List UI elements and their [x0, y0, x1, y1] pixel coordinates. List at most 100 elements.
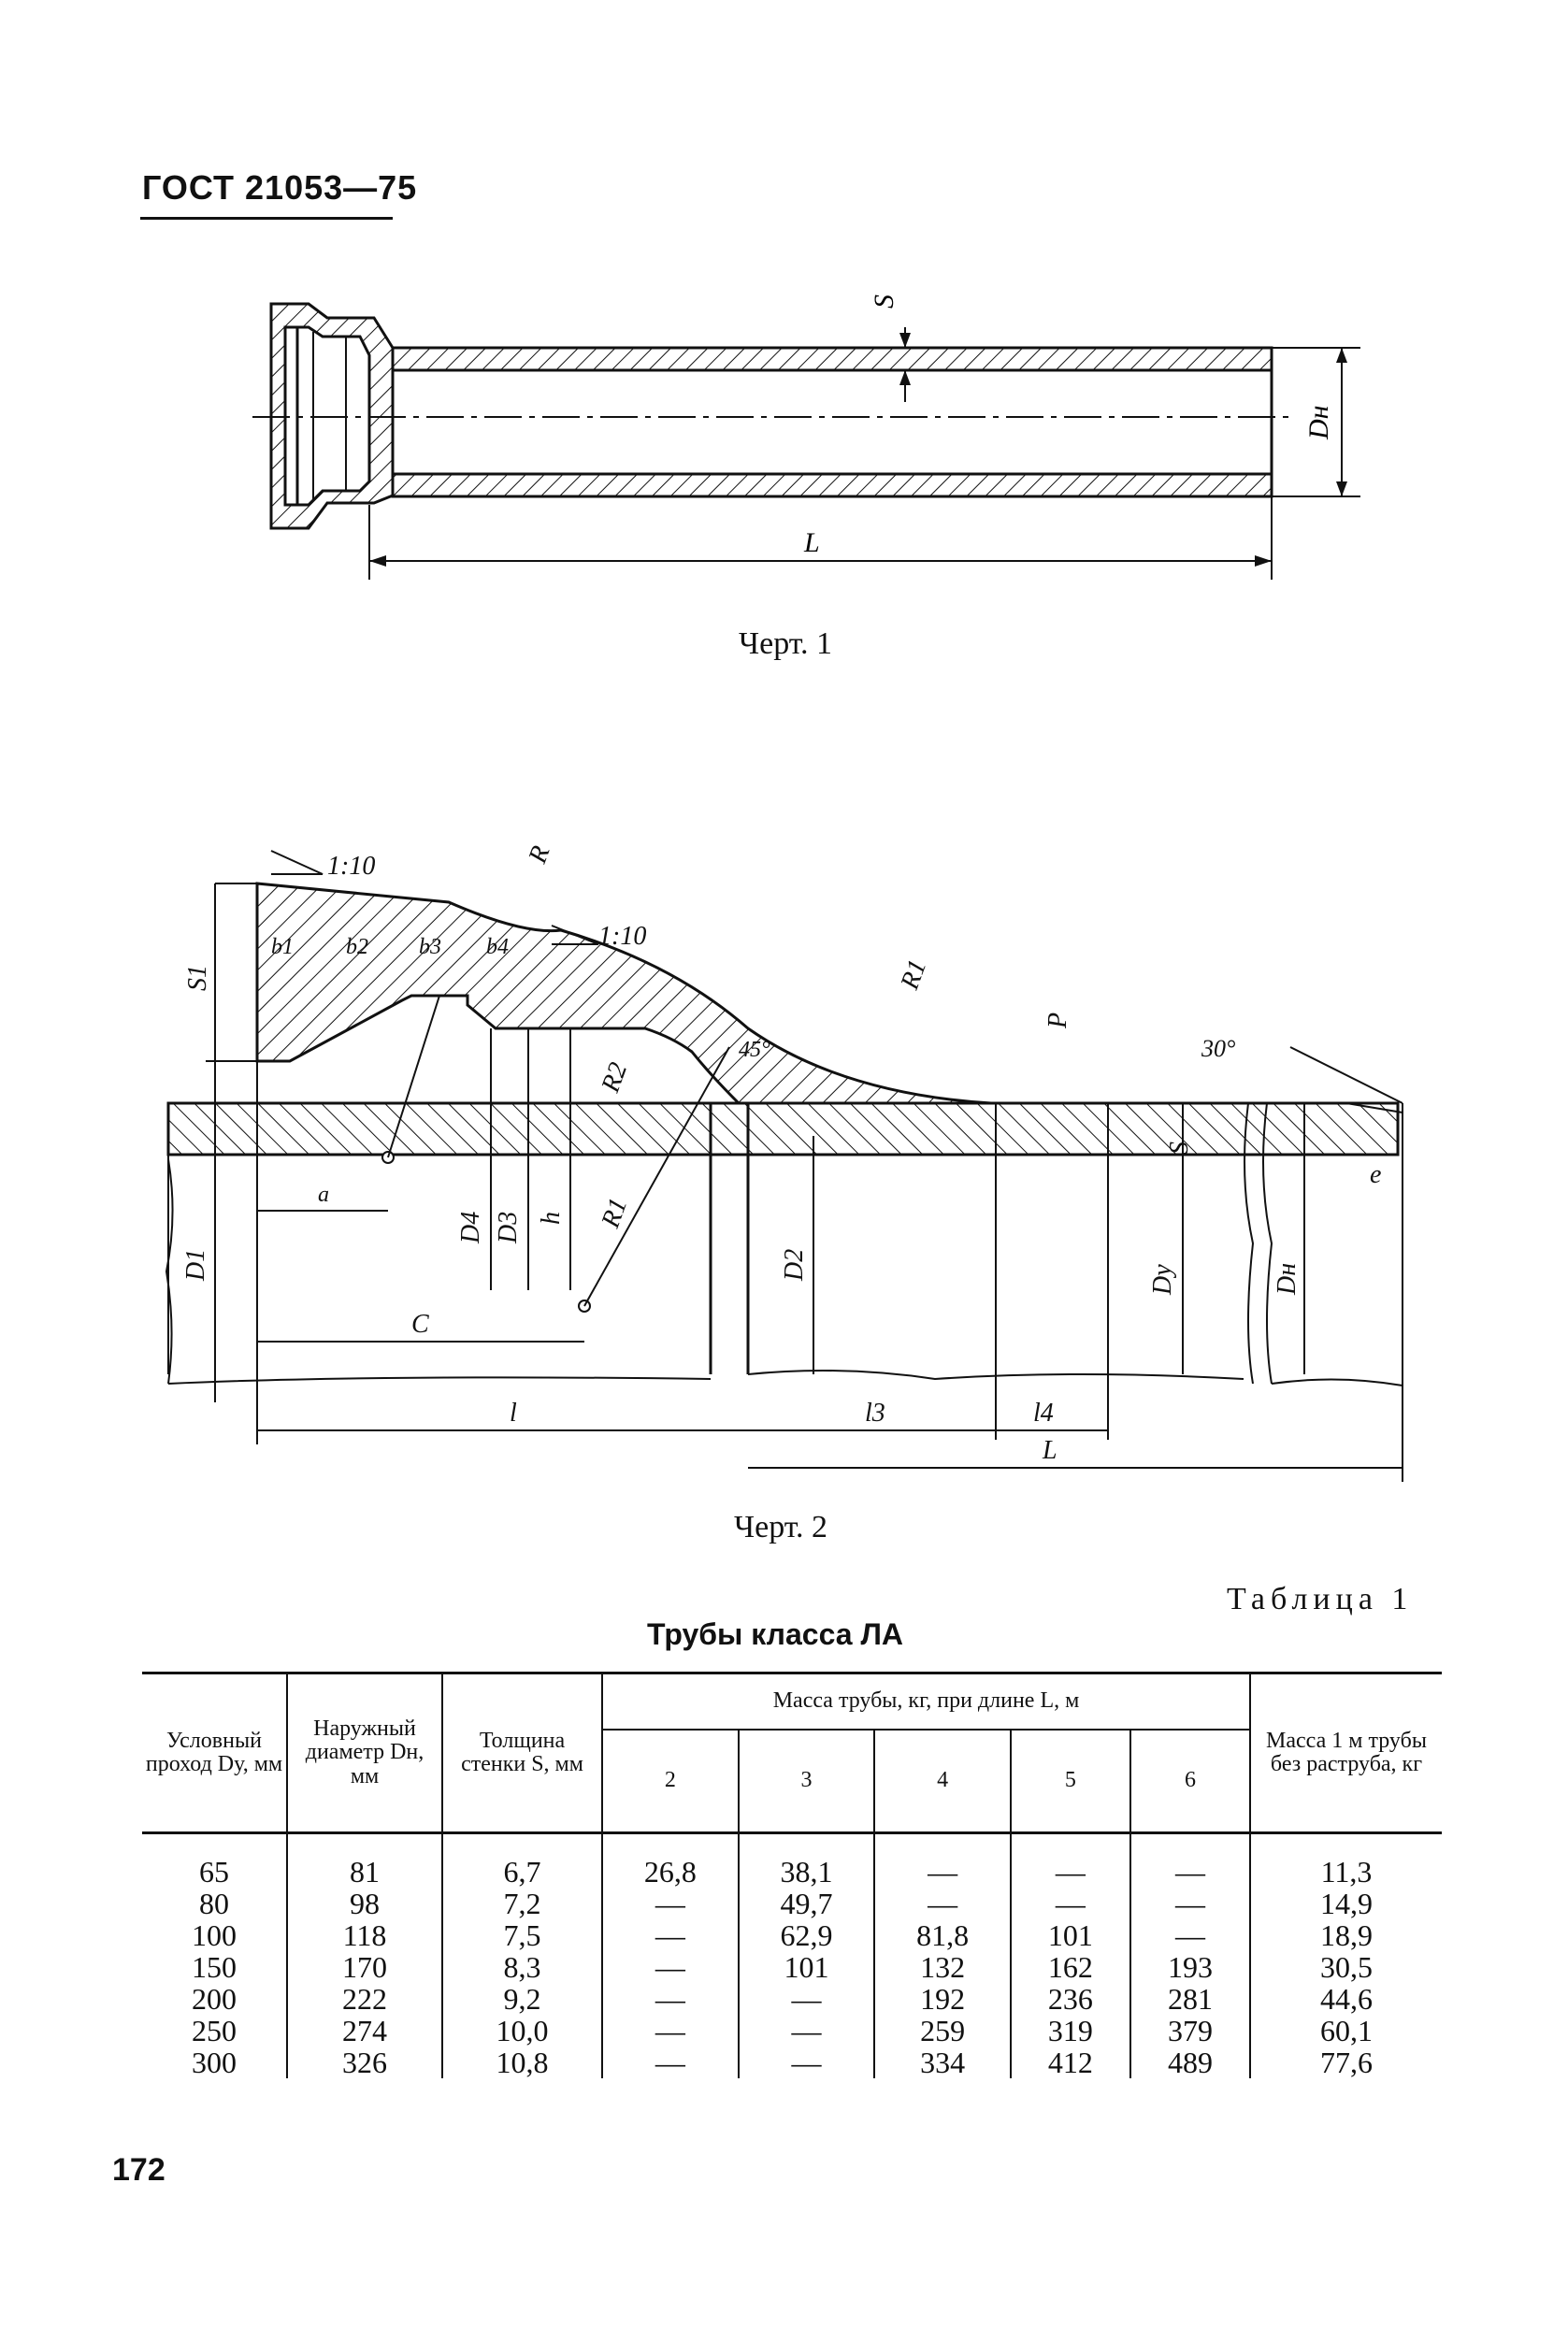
label-e: e [1370, 1160, 1381, 1189]
table-cell: 274 [286, 2014, 442, 2047]
table-cell: — [1009, 1887, 1130, 1919]
label-b1: b1 [271, 935, 294, 959]
label-r1-top: R1 [895, 956, 932, 995]
table-cell: — [873, 1887, 1011, 1919]
label-s: S [869, 294, 899, 309]
table-cell: 81,8 [873, 1918, 1011, 1951]
label-h: h [537, 1212, 566, 1225]
table-cell: — [601, 2046, 739, 2078]
table-cell: 10,8 [441, 2046, 602, 2078]
table-cell: — [601, 1982, 739, 2015]
label-l-small: l [510, 1399, 517, 1428]
table-cell: 11,3 [1249, 1855, 1442, 1888]
table-cell: 150 [192, 1949, 237, 1984]
table-cell: 81 [286, 1855, 442, 1888]
table-cell: 44,6 [1249, 1982, 1442, 2015]
label-s1: S1 [183, 965, 212, 991]
table-label: Таблица 1 [1227, 1582, 1414, 1616]
table-cell: — [601, 1950, 739, 1983]
table-cell: 412 [1009, 2046, 1130, 2078]
figure-2-caption: Черт. 2 [734, 1510, 828, 1544]
table-cell: 30,5 [1249, 1950, 1442, 1983]
table-cell: 6,7 [441, 1855, 602, 1888]
header-mass-per-m: Масса 1 м трубы без раструба, кг [1249, 1673, 1442, 1833]
table-cell: 38,1 [737, 1855, 875, 1888]
table-cell: 77,6 [1249, 2046, 1442, 2078]
pipe-wall-bottom [391, 472, 1273, 498]
document-code: ГОСТ 21053—75 [142, 168, 418, 207]
table-cell: 26,8 [601, 1855, 739, 1888]
table-cell: 7,2 [441, 1887, 602, 1919]
table-cell: — [737, 2014, 875, 2047]
label-angle45: 45° [739, 1038, 770, 1062]
table-cell: — [1129, 1918, 1250, 1951]
header-underline [140, 217, 393, 220]
label-d2: D2 [780, 1249, 809, 1282]
table-cell: 49,7 [737, 1887, 875, 1919]
label-l3: l3 [865, 1399, 885, 1428]
header-outer: Наружный диаметр Dн, мм [286, 1673, 442, 1833]
spigot-wall [166, 1101, 1400, 1156]
table-cell: 250 [192, 2013, 237, 2047]
label-dn: Dн [1273, 1263, 1302, 1296]
table-cell: 281 [1129, 1982, 1250, 2015]
table-cell: — [873, 1855, 1011, 1888]
header-nominal: Условный проход Dу, мм [145, 1728, 283, 1776]
table-cell: 98 [286, 1887, 442, 1919]
table-cell: 379 [1129, 2014, 1250, 2047]
header-length: 5 [1009, 1730, 1130, 1833]
table-cell: 18,9 [1249, 1918, 1442, 1951]
table-cell: 170 [286, 1950, 442, 1983]
header-length: 4 [873, 1730, 1011, 1833]
label-dy: Dу [1148, 1264, 1177, 1296]
pipe-mass-table: Условный проход Dу, мм Наружный диаметр … [142, 1672, 1442, 2078]
label-d1: D1 [181, 1249, 210, 1282]
header-mass-group: Масса трубы, кг, при длине L, м [601, 1673, 1250, 1731]
label-c: C [411, 1310, 429, 1339]
label-d4: D4 [456, 1212, 485, 1244]
label-p: P [1043, 1013, 1072, 1029]
table-cell: 193 [1129, 1950, 1250, 1983]
label-l-big: L [1042, 1436, 1057, 1465]
figure-1-drawing: S Dн L [252, 294, 1360, 580]
header-wall: Толщина стенки S, мм [441, 1673, 602, 1833]
table-cell: 300 [192, 2045, 237, 2079]
table-cell: 132 [873, 1950, 1011, 1983]
figure-1-caption: Черт. 1 [739, 626, 833, 661]
table-cell: 489 [1129, 2046, 1250, 2078]
table-cell: 60,1 [1249, 2014, 1442, 2047]
label-b3: b3 [419, 935, 441, 959]
table-cell: 101 [737, 1950, 875, 1983]
label-angle30: 30° [1201, 1035, 1235, 1062]
table-cell: — [601, 1887, 739, 1919]
table-cell: 62,9 [737, 1918, 875, 1951]
label-dn: Dн [1303, 405, 1334, 440]
table-cell: 80 [199, 1886, 229, 1920]
table-cell: 326 [286, 2046, 442, 2078]
table-cell: 192 [873, 1982, 1011, 2015]
table-cell: 259 [873, 2014, 1011, 2047]
label-b4: b4 [486, 935, 509, 959]
table-cell: 118 [286, 1918, 442, 1951]
table-cell: — [601, 1918, 739, 1951]
label-l: L [803, 527, 820, 558]
table-cell: — [1129, 1855, 1250, 1888]
table-cell: 65 [199, 1854, 229, 1889]
table-cell: 10,0 [441, 2014, 602, 2047]
table-cell: 7,5 [441, 1918, 602, 1951]
table-cell: 9,2 [441, 1982, 602, 2015]
table-cell: — [1129, 1887, 1250, 1919]
table-cell: 200 [192, 1981, 237, 2016]
label-r: R [523, 842, 555, 869]
label-r1-bottom: R1 [596, 1195, 633, 1233]
label-a: a [318, 1183, 329, 1207]
label-r2: R2 [596, 1059, 633, 1098]
label-taper2: 1:10 [598, 922, 646, 951]
header-length: 3 [737, 1730, 875, 1833]
header-length: 2 [601, 1730, 739, 1833]
